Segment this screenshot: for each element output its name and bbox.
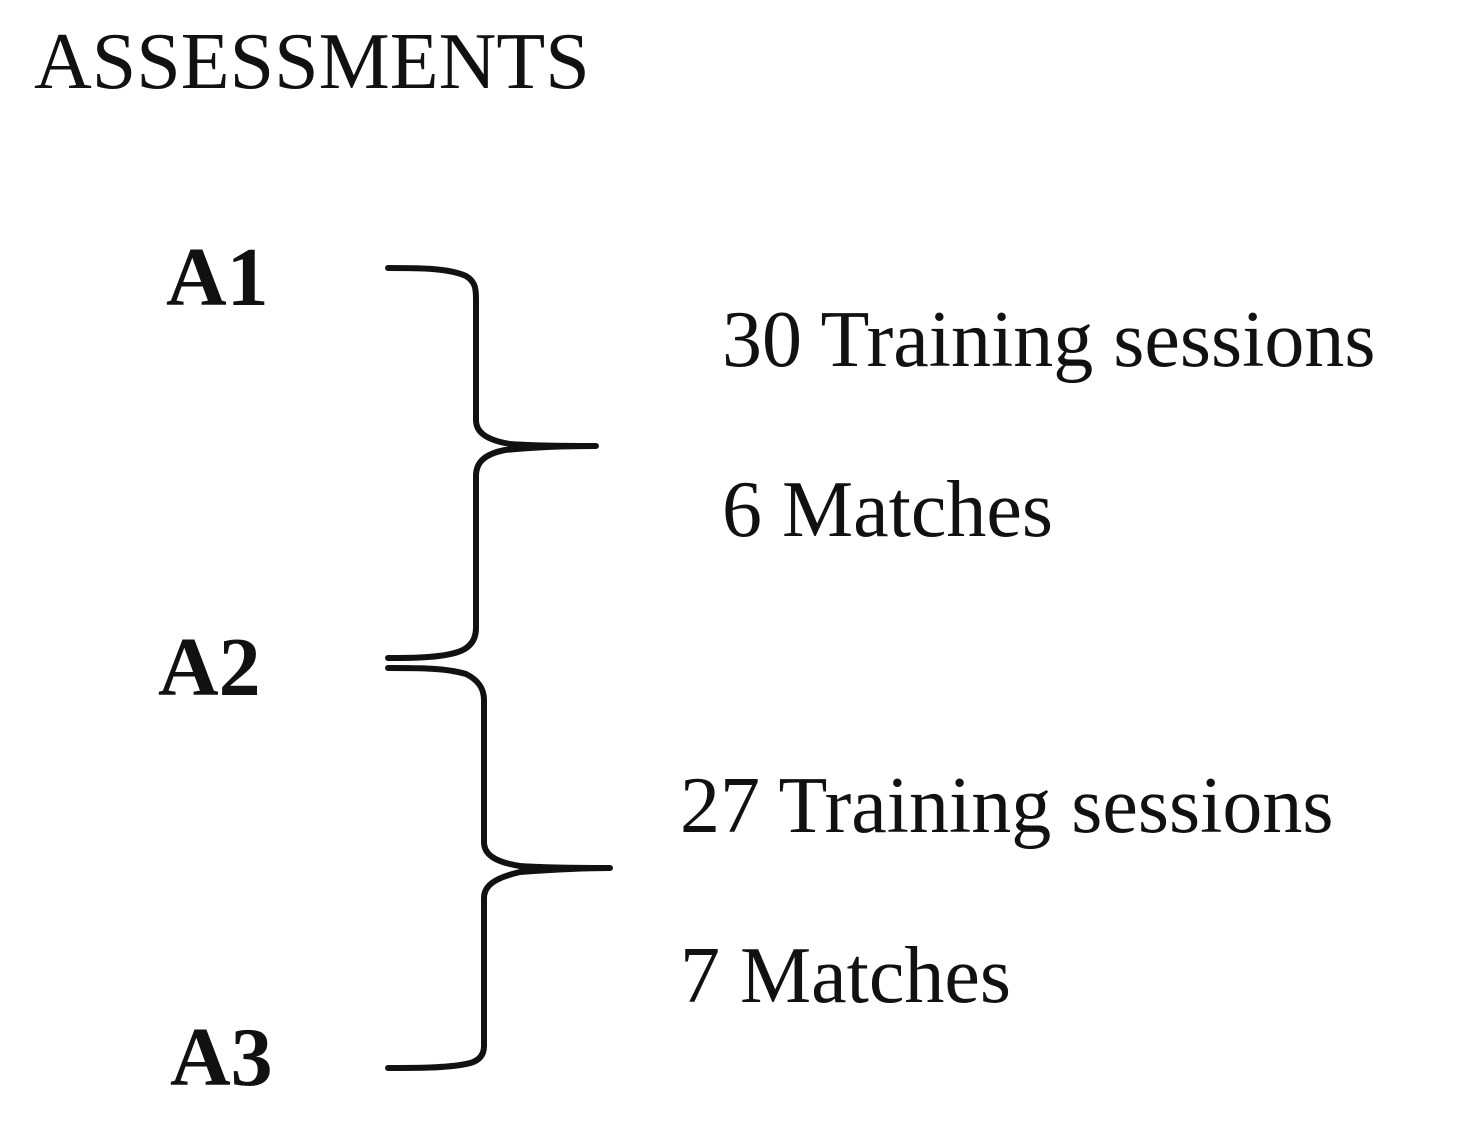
assessment-a3-label: A3 — [170, 1011, 273, 1104]
period1-matches: 6 Matches — [722, 466, 1054, 554]
period2-training-sessions: 27 Training sessions — [680, 762, 1334, 850]
diagram-title: ASSESSMENTS — [34, 18, 590, 106]
assessment-a2-label: A2 — [158, 621, 261, 714]
period2-matches: 7 Matches — [680, 932, 1012, 1020]
brace-a2-a3 — [385, 665, 613, 1071]
brace-a1-a2 — [385, 265, 599, 661]
period1-training-sessions: 30 Training sessions — [722, 296, 1376, 384]
assessment-a1-label: A1 — [166, 231, 269, 324]
